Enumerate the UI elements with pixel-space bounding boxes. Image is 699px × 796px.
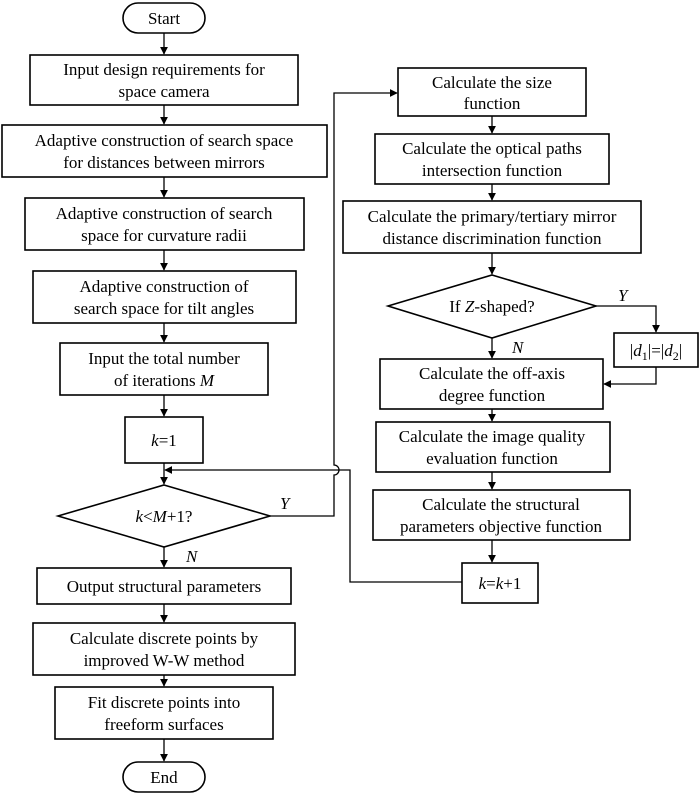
input-design-line2: space camera [118,82,210,101]
iterations-box: Input the total number of iterations M [59,342,269,396]
mirror-discrimination-line1: Calculate the primary/tertiary mirror [368,207,617,226]
discrete-points-box: Calculate discrete points by improved W-… [32,622,296,676]
k-increment-label: k=k+1 [479,574,522,593]
discrete-points-line1: Calculate discrete points by [70,629,259,648]
z-no-label: N [511,338,525,357]
optical-paths-box: Calculate the optical paths intersection… [374,133,610,185]
z-yes-label: Y [618,286,629,305]
z-yes-connector [596,305,660,333]
k-init-label: k=1 [151,431,177,450]
image-quality-line2: evaluation function [426,449,558,468]
curvature-radii-line1: Adaptive construction of search [56,204,273,223]
loop-condition-diamond: k<M+1? [55,484,273,548]
z-shaped-label: If Z-shaped? [449,297,534,316]
fit-surfaces-line1: Fit discrete points into [88,693,241,712]
k-init-box: k=1 [124,416,204,464]
structural-objective-line1: Calculate the structural [422,495,580,514]
end-label: End [150,768,178,787]
tilt-angles-line1: Adaptive construction of [79,277,248,296]
image-quality-box: Calculate the image quality evaluation f… [375,421,611,473]
mirror-distances-box: Adaptive construction of search space fo… [1,124,328,178]
off-axis-box: Calculate the off-axis degree function [379,358,604,410]
size-function-line1: Calculate the size [432,73,552,92]
tilt-angles-box: Adaptive construction of search space fo… [32,270,297,324]
output-params-label: Output structural parameters [67,577,262,596]
optical-paths-line1: Calculate the optical paths [402,139,582,158]
fit-surfaces-line2: freeform surfaces [104,715,223,734]
start-label: Start [148,9,180,28]
image-quality-line1: Calculate the image quality [399,427,586,446]
d-equal-connector [603,367,657,388]
structural-objective-line2: parameters objective function [400,517,603,536]
mirror-discrimination-line2: distance discrimination function [382,229,602,248]
output-params-box: Output structural parameters [36,567,292,605]
structural-objective-box: Calculate the structural parameters obje… [372,489,631,541]
mirror-distances-line1: Adaptive construction of search space [35,131,294,150]
mirror-discrimination-box: Calculate the primary/tertiary mirror di… [342,200,642,254]
tilt-angles-line2: search space for tilt angles [74,299,254,318]
loop-no-label: N [185,547,199,566]
input-design-box: Input design requirements for space came… [29,54,299,106]
loop-yes-label: Y [280,494,291,513]
off-axis-line2: degree function [439,386,546,405]
size-function-line2: function [464,94,521,113]
iterations-line2: of iterations M [114,371,215,390]
curvature-radii-box: Adaptive construction of search space fo… [24,197,305,251]
loop-return-connector [164,466,462,583]
curvature-radii-line2: space for curvature radii [81,226,247,245]
d-equal-label: |d1|=|d2| [630,341,682,363]
optical-paths-line2: intersection function [422,161,563,180]
z-shaped-diamond: If Z-shaped? [385,274,599,339]
k-increment-box: k=k+1 [461,562,539,604]
d-equal-box: |d1|=|d2| [613,332,699,368]
start-terminal: Start [122,2,206,34]
iterations-line1: Input the total number [88,349,240,368]
loop-condition-label: k<M+1? [136,507,193,526]
mirror-distances-line2: for distances between mirrors [63,153,265,172]
size-function-box: Calculate the size function [397,67,587,117]
fit-surfaces-box: Fit discrete points into freeform surfac… [54,686,274,740]
off-axis-line1: Calculate the off-axis [419,364,565,383]
end-terminal: End [122,761,206,793]
discrete-points-line2: improved W-W method [84,651,245,670]
input-design-line1: Input design requirements for [63,60,265,79]
